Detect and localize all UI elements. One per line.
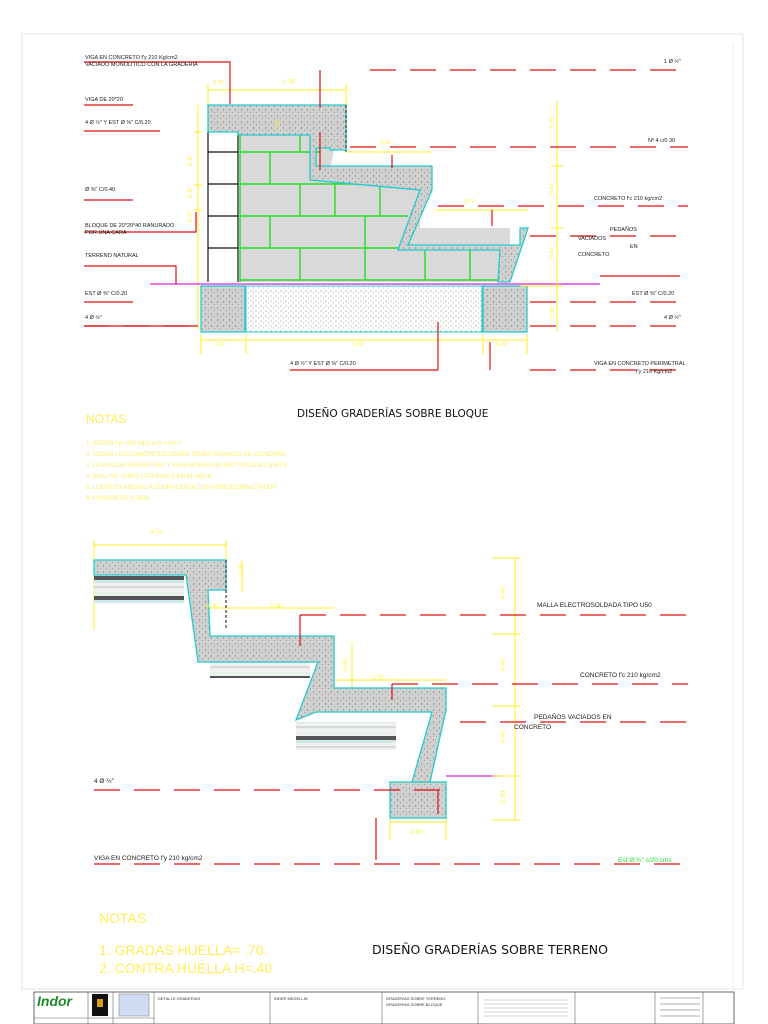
tb-cell-sheet-1: GRADERIAS SOBRE TERRENO xyxy=(386,996,446,1001)
notes1-line-3: 3. LA VIGA DE PERIMETRAL Y PARA MUROS DE… xyxy=(86,463,287,469)
lower-drawing-title: DISEÑO GRADERÍAS SOBRE TERRENO xyxy=(372,942,608,957)
dim-upper-3: 0.40 xyxy=(187,155,194,167)
dim-upper-11: 0.40 xyxy=(549,247,556,259)
notes1-line-6: 6. CONCRETO 21 MPA xyxy=(86,496,150,502)
label-malla: MALLA ELECTROSOLDADA TIPO U50 xyxy=(537,602,652,609)
label-concreto: CONCRETO xyxy=(578,252,610,258)
dim-upper-0: 0.70 xyxy=(282,79,295,86)
label-en: EN xyxy=(630,244,638,250)
label-concreto-lower-2: CONCRETO xyxy=(514,724,552,731)
label-viga-concreto: VIGA EN CONCRETO f'y 210 Kg/cm2 xyxy=(85,55,178,61)
dim-upper-4: 0.40 xyxy=(187,187,194,199)
notes2-line-2: 2. CONTRA HUELLA H=.40 xyxy=(99,960,273,976)
label-est-right: EST Ø ⅜" C/0.20 xyxy=(632,291,675,297)
label-est-left: EST Ø ⅜" C/0.20 xyxy=(85,291,128,297)
label-viga-lower: VIGA EN CONCRETO f'y 210 kg/cm2 xyxy=(94,855,203,862)
label-4-bars-left: 4 Ø ½" xyxy=(85,315,102,321)
dim-upper-13: 0.20 xyxy=(215,342,226,348)
dim-lower-7: 0.40 xyxy=(500,658,508,672)
notes1-heading: NOTAS xyxy=(86,412,127,426)
notes2-heading: NOTAS xyxy=(99,910,147,926)
dim-upper-1: 0.20 xyxy=(213,80,224,86)
label-bar-spacing: Ø ⅜" C/0.40 xyxy=(85,187,116,193)
dim-upper-12: 0.40 xyxy=(549,307,556,319)
label-vaciado-monolitico: VACIADO MONOLITICO CON LA GRADERIA xyxy=(85,62,198,68)
dim-upper-5: 0.20 xyxy=(187,211,194,223)
label-4-bars-est: 4 Ø ½" Y EST Ø ⅜" C/0.20 xyxy=(85,120,151,126)
notes1-line-5: 5. LLENO EN ARENILLA COMPACTADA CON VIBR… xyxy=(86,485,277,491)
dim-upper-7: 0.30 xyxy=(380,140,391,146)
dim-lower-1: 0.20 xyxy=(238,562,246,576)
label-viga-perimetral: VIGA EN CONCRETO PERIMETRAL xyxy=(594,361,686,367)
dim-lower-0: 0.70 xyxy=(150,529,163,536)
label-pedanos: PEDAÑOS xyxy=(610,227,637,233)
notes1-line-1: 1. ACERO f'y= 420 Mpa ø Ø = No.3 xyxy=(86,441,181,447)
label-terreno-natural: TERRENO NATURAL xyxy=(85,253,139,259)
upper-drawing-title: DISEÑO GRADERÍAS SOBRE BLOQUE xyxy=(297,408,489,420)
label-fy-210: f'y 210 Kg/cm2 xyxy=(636,369,673,375)
label-4-bars-lower: 4 Ø ½" xyxy=(94,778,115,785)
lower-section-drawing xyxy=(93,540,688,865)
tb-cell-client: INDER MEDELLIN xyxy=(274,996,308,1001)
label-bloque: BLOQUE DE 20*20*40 RANURADO xyxy=(85,223,175,229)
label-por-una-cara: POR UNA CARA xyxy=(85,230,127,236)
label-vaciados: VACIADOS xyxy=(578,236,607,242)
label-est-lower: Est Ø ⅜" c/20 cms xyxy=(618,857,672,864)
label-concreto-fc: CONCRETO f'c 210 kg/cm2 xyxy=(594,196,663,202)
dim-lower-9: 0.20 xyxy=(500,790,508,804)
sheet-border xyxy=(21,33,744,990)
logo-text: Indor xyxy=(37,993,72,1009)
upper-section-drawing xyxy=(84,61,688,371)
dim-lower-6: 0.40 xyxy=(500,586,508,600)
label-pedanos-lower: PEDAÑOS VACIADOS EN xyxy=(534,714,612,721)
notes2-line-1: 1. GRADAS HUELLA= .70. xyxy=(99,942,268,958)
dim-upper-14: 0.30 xyxy=(496,342,507,348)
dim-lower-5: 0.40 xyxy=(342,658,350,672)
dim-lower-2: 0.20 xyxy=(206,603,219,610)
dim-upper-9: 1.00 xyxy=(352,342,363,348)
tb-cell-sheet-2: GRADERIAS SOBRE BLOQUE xyxy=(386,1002,443,1007)
notes1-line-4: 4. INCLUYE TAPAS LATERALES EN BLOQUE xyxy=(86,474,212,480)
label-bottom-bars: 4 Ø ½" Y EST Ø ⅜" C/0.20 xyxy=(290,361,356,367)
dim-lower-10: 0.30 xyxy=(410,829,423,836)
dim-upper-2: 0.20 xyxy=(275,119,282,131)
label-4-bars-right: 4 Ø ½" xyxy=(664,315,681,321)
tb-cell-drawing: DETALLE GRADERIAS xyxy=(158,996,201,1001)
dim-upper-6: 0.20 xyxy=(549,117,556,129)
dim-upper-10: 0.40 xyxy=(549,183,556,195)
label-concreto-lower: CONCRETO f'c 210 kg/cm2 xyxy=(580,672,661,679)
dim-lower-3: 0.80 xyxy=(270,603,283,610)
label-no4: Nº 4 c/0.30 xyxy=(648,138,676,144)
label-1-bar: 1 Ø ½" xyxy=(664,59,681,65)
dim-lower-4: 0.70 xyxy=(372,675,385,682)
notes1-line-2: 2. TODOS LOS CONCRETOS DEBEN TENER ENSAY… xyxy=(86,452,287,458)
dim-upper-8: 0.70 xyxy=(464,199,475,205)
dim-lower-8: 0.40 xyxy=(500,730,508,744)
title-block xyxy=(33,991,735,1024)
label-viga-20x20: VIGA DE 20*20 xyxy=(85,97,123,103)
